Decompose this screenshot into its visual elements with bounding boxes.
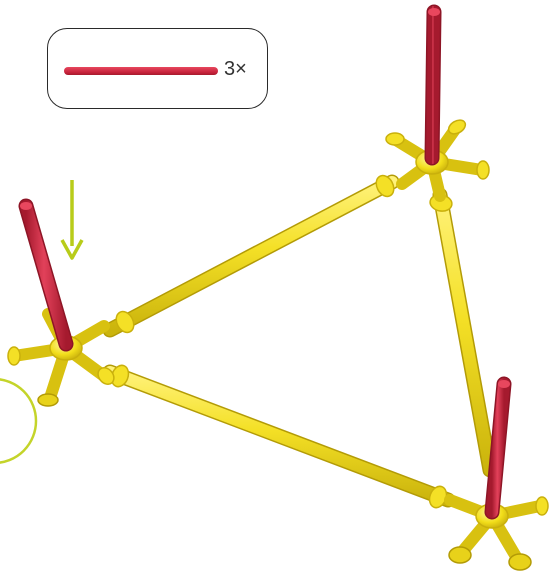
red-post-bottom: [492, 380, 510, 512]
quantity-label: 3×: [224, 57, 247, 81]
highlight-circle-icon: [0, 379, 36, 463]
red-post-left: [20, 202, 66, 344]
beam-bottom: [109, 363, 450, 510]
beam-top: [110, 173, 397, 336]
parts-callout: 3×: [47, 28, 268, 109]
red-rod-icon: [64, 67, 218, 75]
beam-right: [429, 193, 490, 470]
red-post-top: [428, 8, 440, 158]
insert-arrow-icon: [62, 180, 82, 258]
